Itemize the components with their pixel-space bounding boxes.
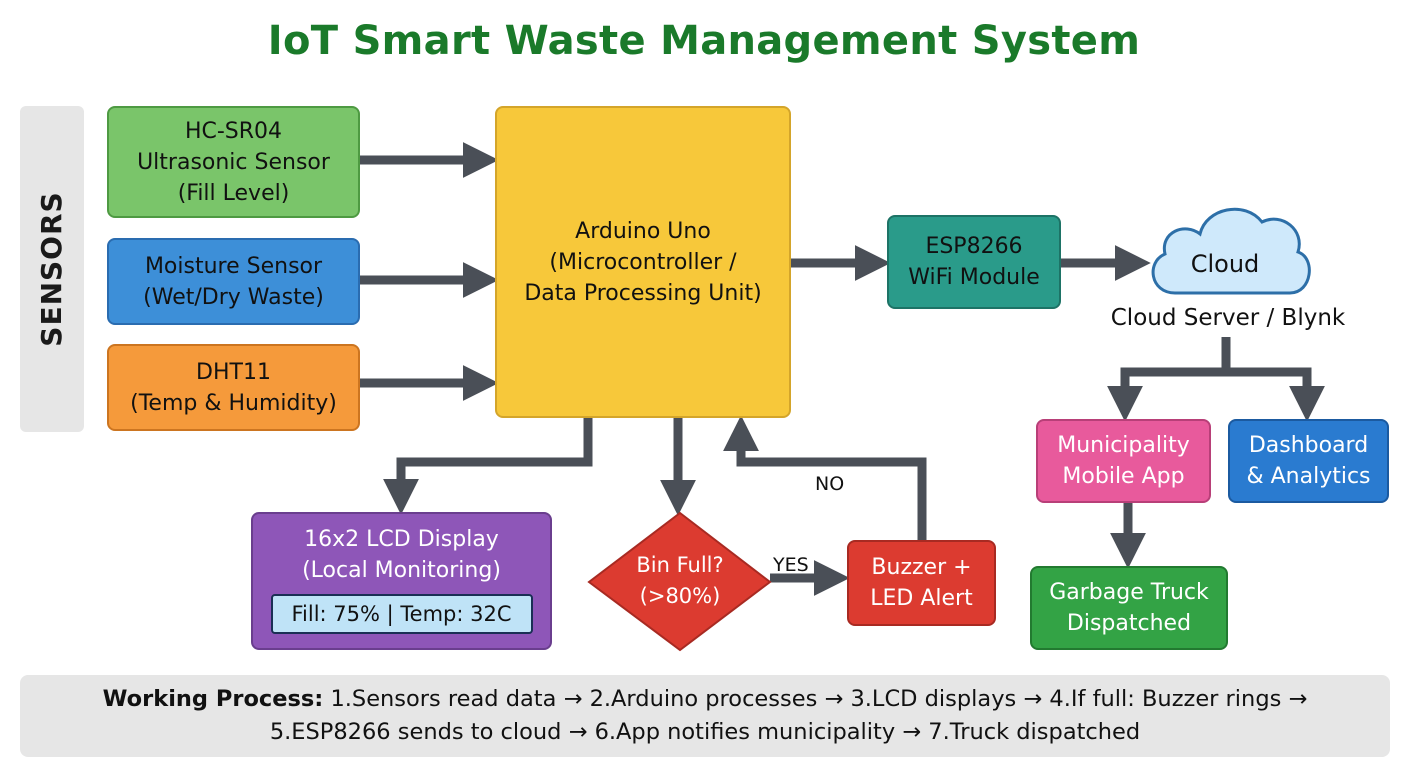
- working-process-line-2: 5.ESP8266 sends to cloud → 6.App notifie…: [269, 719, 1141, 745]
- cloud-shape: [1151, 207, 1311, 295]
- working-process-panel: Working Process: 1.Sensors read data → 2…: [20, 675, 1390, 757]
- arrow-arduino-to-lcd: [383, 418, 593, 515]
- buzzer-led-alert-node: Buzzer + LED Alert: [847, 540, 996, 626]
- working-process-label: Working Process:: [102, 686, 324, 712]
- municipality-line-2: Mobile App: [1062, 464, 1185, 489]
- diagram-title: IoT Smart Waste Management System: [267, 18, 1141, 64]
- hc-sr04-line-1: HC-SR04: [184, 118, 283, 144]
- decision-diamond: [587, 511, 772, 652]
- esp8266-line-2: WiFi Module: [908, 265, 1040, 290]
- arduino-line-1: Arduino Uno: [575, 218, 711, 244]
- cloud-node-label: Cloud: [1190, 250, 1260, 278]
- cloud-server-caption: Cloud Server / Blynk: [1110, 305, 1346, 331]
- arrow-cloud-to-municipality: [1107, 337, 1231, 422]
- dht11-line-2: (Temp & Humidity): [130, 390, 337, 416]
- decision-label: Bin Full? (>80%): [600, 550, 760, 614]
- hc-sr04-sensor-node: HC-SR04 Ultrasonic Sensor (Fill Level): [107, 106, 360, 218]
- municipality-app-node: Municipality Mobile App: [1036, 419, 1211, 503]
- garbage-truck-node: Garbage Truck Dispatched: [1030, 566, 1228, 650]
- buzzer-line-1: Buzzer +: [871, 555, 972, 580]
- dashboard-line-2: & Analytics: [1246, 464, 1371, 489]
- buzzer-line-2: LED Alert: [870, 586, 973, 611]
- arrow-cloud-to-dashboard: [1226, 367, 1325, 422]
- dht11-line-1: DHT11: [196, 359, 271, 385]
- edge-label-yes: YES: [773, 554, 809, 576]
- moisture-line-1: Moisture Sensor: [144, 253, 323, 279]
- municipality-line-1: Municipality: [1057, 433, 1190, 458]
- arrow-buzzer-no-to-arduino: [723, 415, 927, 540]
- lcd-display-node: 16x2 LCD Display (Local Monitoring) Fill…: [251, 512, 552, 650]
- hc-sr04-line-2: Ultrasonic Sensor: [137, 149, 330, 175]
- sensors-group-panel: [20, 106, 84, 432]
- decision-line-2: (>80%): [639, 584, 721, 608]
- esp8266-line-1: ESP8266: [925, 234, 1023, 259]
- working-process-line-1: Working Process: 1.Sensors read data → 2…: [20, 683, 1390, 716]
- arduino-line-2: (Microcontroller /: [549, 249, 737, 275]
- moisture-sensor-node: Moisture Sensor (Wet/Dry Waste): [107, 238, 360, 325]
- edge-label-no: NO: [815, 473, 845, 495]
- lcd-line-1: 16x2 LCD Display: [304, 527, 499, 552]
- dashboard-analytics-node: Dashboard & Analytics: [1228, 419, 1389, 503]
- hc-sr04-line-3: (Fill Level): [177, 180, 290, 206]
- arduino-line-3: Data Processing Unit): [524, 280, 762, 306]
- truck-line-1: Garbage Truck: [1049, 580, 1209, 605]
- arduino-uno-node: Arduino Uno (Microcontroller / Data Proc…: [495, 106, 791, 418]
- dht11-sensor-node: DHT11 (Temp & Humidity): [107, 344, 360, 431]
- working-process-steps-1: 1.Sensors read data → 2.Arduino processe…: [323, 686, 1308, 712]
- decision-line-1: Bin Full?: [636, 553, 724, 577]
- lcd-screen-readout: Fill: 75% | Temp: 32C: [270, 594, 533, 634]
- moisture-line-2: (Wet/Dry Waste): [143, 284, 324, 310]
- dashboard-line-1: Dashboard: [1248, 433, 1369, 458]
- lcd-line-2: (Local Monitoring): [302, 558, 501, 583]
- truck-line-2: Dispatched: [1066, 611, 1192, 636]
- esp8266-wifi-node: ESP8266 WiFi Module: [887, 215, 1061, 309]
